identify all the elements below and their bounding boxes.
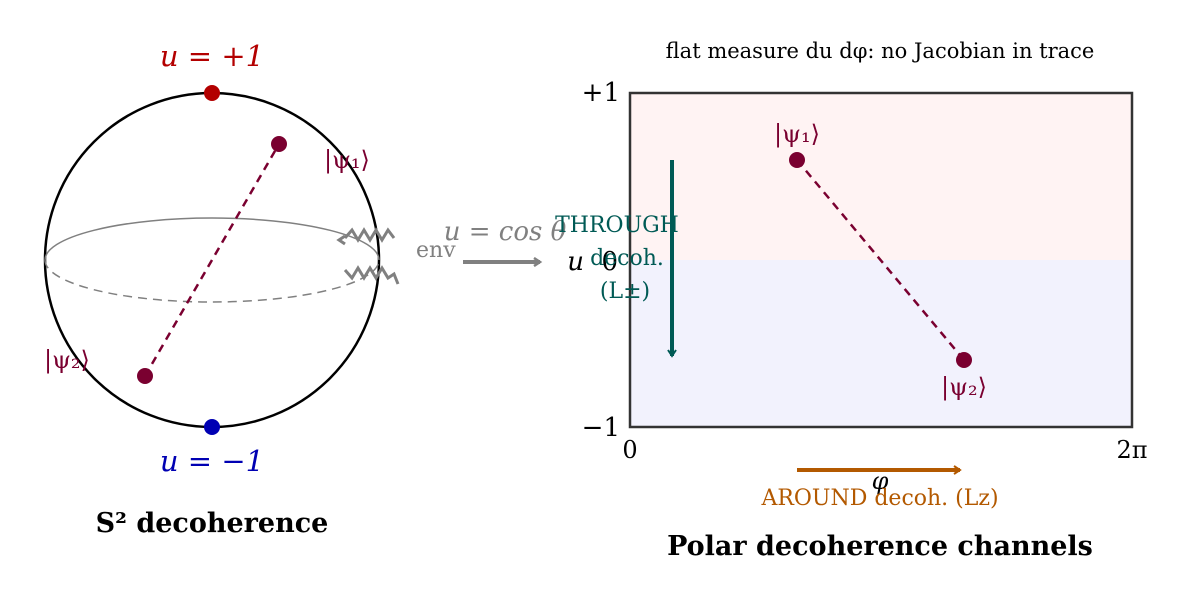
psi1-label-left: |ψ₁⟩ [324,146,370,175]
state-connector [143,143,281,377]
x-tick-left: 0 [622,436,637,464]
chart-frame [628,91,1134,429]
south-label: u = −1 [160,444,264,478]
chart-header: flat measure du dφ: no Jacobian in trace [666,39,1095,63]
bloch-sphere: u = +1 u = −1 |ψ₁⟩ |ψ₂⟩ env S² decoheren… [43,39,456,539]
psi2-label-left: |ψ₂⟩ [44,346,90,375]
env-label: env [416,238,456,263]
y-tick-bottom: −1 [582,413,620,443]
left-caption: S² decoherence [96,508,329,539]
lower-region [630,260,1132,427]
south-pole-dot [204,419,220,435]
psi2-flat-dot [956,352,972,368]
y-tick-mid: 0 [601,247,618,277]
through-label-line3: (L±) [600,279,650,304]
map-label: u = cos θ [444,217,567,247]
right-caption: Polar decoherence channels [667,531,1093,562]
psi1-label-right: |ψ₁⟩ [774,120,820,149]
psi2-dot [137,368,153,384]
equator-front [44,259,380,303]
psi1-dot [271,136,287,152]
y-tick-top: +1 [582,78,620,108]
flat-state-connector [796,159,965,361]
map-arrow-group: u = cos θ [444,217,567,262]
upper-region [630,93,1132,260]
y-axis-label: u [567,247,584,277]
env-wiggle-upper-head [336,234,346,246]
north-pole-dot [204,85,220,101]
through-label-line2: decoh. [590,246,664,271]
psi2-label-right: |ψ₂⟩ [941,373,987,402]
env-wiggle-upper [343,227,396,243]
psi1-flat-dot [789,152,805,168]
x-axis-label: φ [872,467,889,495]
flat-chart: flat measure du dφ: no Jacobian in trace… [555,39,1147,562]
env-wiggle-lower [343,265,400,285]
around-label: AROUND decoh. (Lz) [760,486,998,511]
equator-back [44,217,380,261]
x-tick-right: 2π [1116,436,1147,464]
north-label: u = +1 [160,39,264,73]
through-label-line1: THROUGH [555,213,679,238]
